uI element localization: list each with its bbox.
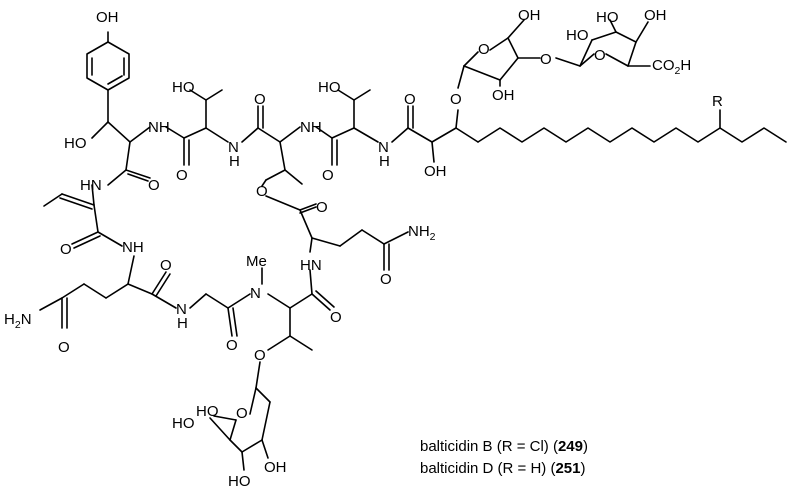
thr-sugar-o-label: O: [254, 347, 266, 364]
arabinose-ring-o-label: O: [478, 41, 490, 58]
nh2-right-label: NH2: [408, 223, 436, 243]
acyl-n-label: N: [378, 139, 389, 156]
thr1-h-label: H: [229, 153, 240, 170]
arabinose-glycosidic-o-label: O: [540, 51, 552, 68]
caption-b-number: 249: [557, 438, 583, 455]
caption-b-text: balticidin B (R = Cl) (: [420, 438, 558, 455]
caption-d-number: 251: [555, 460, 581, 477]
acid-co-h: H: [680, 57, 691, 74]
hexose-ho-mid-label: HO: [172, 415, 195, 432]
atom-labels: OH HO NH O HO N H O NH O O HO N H O OH O…: [4, 7, 723, 490]
nme-me-label: Me: [246, 253, 267, 270]
nme-n-label: N: [250, 285, 261, 302]
caption-balticidin-b: balticidin B (R = Cl) (249): [420, 438, 588, 455]
carbonyl-5-label: O: [148, 177, 160, 194]
lipid-chain: [477, 109, 787, 143]
carbonyl-6-label: O: [60, 241, 72, 258]
peptide-backbone-top: [91, 89, 479, 185]
sugar-link-o-label: O: [450, 91, 462, 108]
acid-co-sub: 2: [675, 65, 681, 77]
thr1-oh-label: HO: [172, 79, 195, 96]
arabinose-ring: [457, 19, 541, 89]
carbonyl-1-label: O: [176, 167, 188, 184]
carbonyl-3-label: O: [322, 167, 334, 184]
h2n-h: H: [4, 311, 15, 328]
carbonyl-11-label: O: [380, 271, 392, 288]
ester-o-label: O: [256, 183, 268, 200]
carbonyl-10-label: O: [330, 309, 342, 326]
acyl-h-label: H: [379, 153, 390, 170]
carbonyl-7-label: O: [160, 257, 172, 274]
ester-bridge: [261, 179, 317, 239]
ester-carbonyl-label: O: [316, 199, 328, 216]
dha-hn-label: HN: [80, 177, 102, 194]
carbonyl-2-label: O: [254, 91, 266, 108]
left-residues: [39, 169, 177, 329]
caption-balticidin-d: balticidin D (R = H) (251): [420, 460, 585, 477]
nh2-nh: NH: [408, 223, 430, 240]
caption-d-text: balticidin D (R = H) (: [420, 460, 556, 477]
hexose-ho-bottom-label: HO: [228, 473, 251, 490]
caption-d-close: ): [580, 460, 586, 477]
acid-ring-o-label: O: [594, 47, 606, 64]
acid-oh-ho-label: HO: [596, 9, 619, 26]
phenol-oh-label: OH: [96, 9, 119, 26]
h2n-n: N: [21, 311, 32, 328]
r-group-label: R: [712, 93, 723, 110]
hexose-oh-label: OH: [264, 459, 287, 476]
acid-oh-top-label: OH: [644, 7, 667, 24]
hexose-ring: [209, 387, 271, 471]
arabinose-oh-top-label: OH: [518, 7, 541, 24]
thr2-oh-label: HO: [318, 79, 341, 96]
glutamine-right: [309, 229, 409, 271]
acid-cooh-label: CO2H: [652, 57, 691, 77]
uronic-acid-ring: [555, 19, 651, 67]
caption-b-close: ): [582, 438, 588, 455]
tyr-nh-label: NH: [148, 119, 170, 136]
bottom-residues: [189, 267, 335, 389]
gln-right-nh-label: HN: [300, 257, 322, 274]
benzylic-oh-label: HO: [64, 135, 87, 152]
gly-n-label: N: [176, 301, 187, 318]
h2n-sub: 2: [15, 319, 21, 331]
carbonyl-8-label: O: [58, 339, 70, 356]
arabinose-oh-bottom-label: OH: [492, 87, 515, 104]
nh2-sub: 2: [430, 231, 436, 243]
gly-h-label: H: [177, 315, 188, 332]
hexose-ho-left-label: HO: [196, 403, 219, 420]
alpha-oh-label: OH: [424, 163, 447, 180]
carbonyl-4-label: O: [404, 91, 416, 108]
hexose-ring-o-label: O: [236, 405, 248, 422]
carbonyl-9-label: O: [226, 337, 238, 354]
thr1-n-label: N: [228, 139, 239, 156]
acid-ho-label: HO: [566, 27, 589, 44]
phenol-ring: [86, 31, 130, 123]
h2n-label: H2N: [4, 311, 32, 331]
thr2-nh-label: NH: [300, 119, 322, 136]
acid-co: CO: [652, 57, 675, 74]
gln-nh-label: NH: [122, 239, 144, 256]
